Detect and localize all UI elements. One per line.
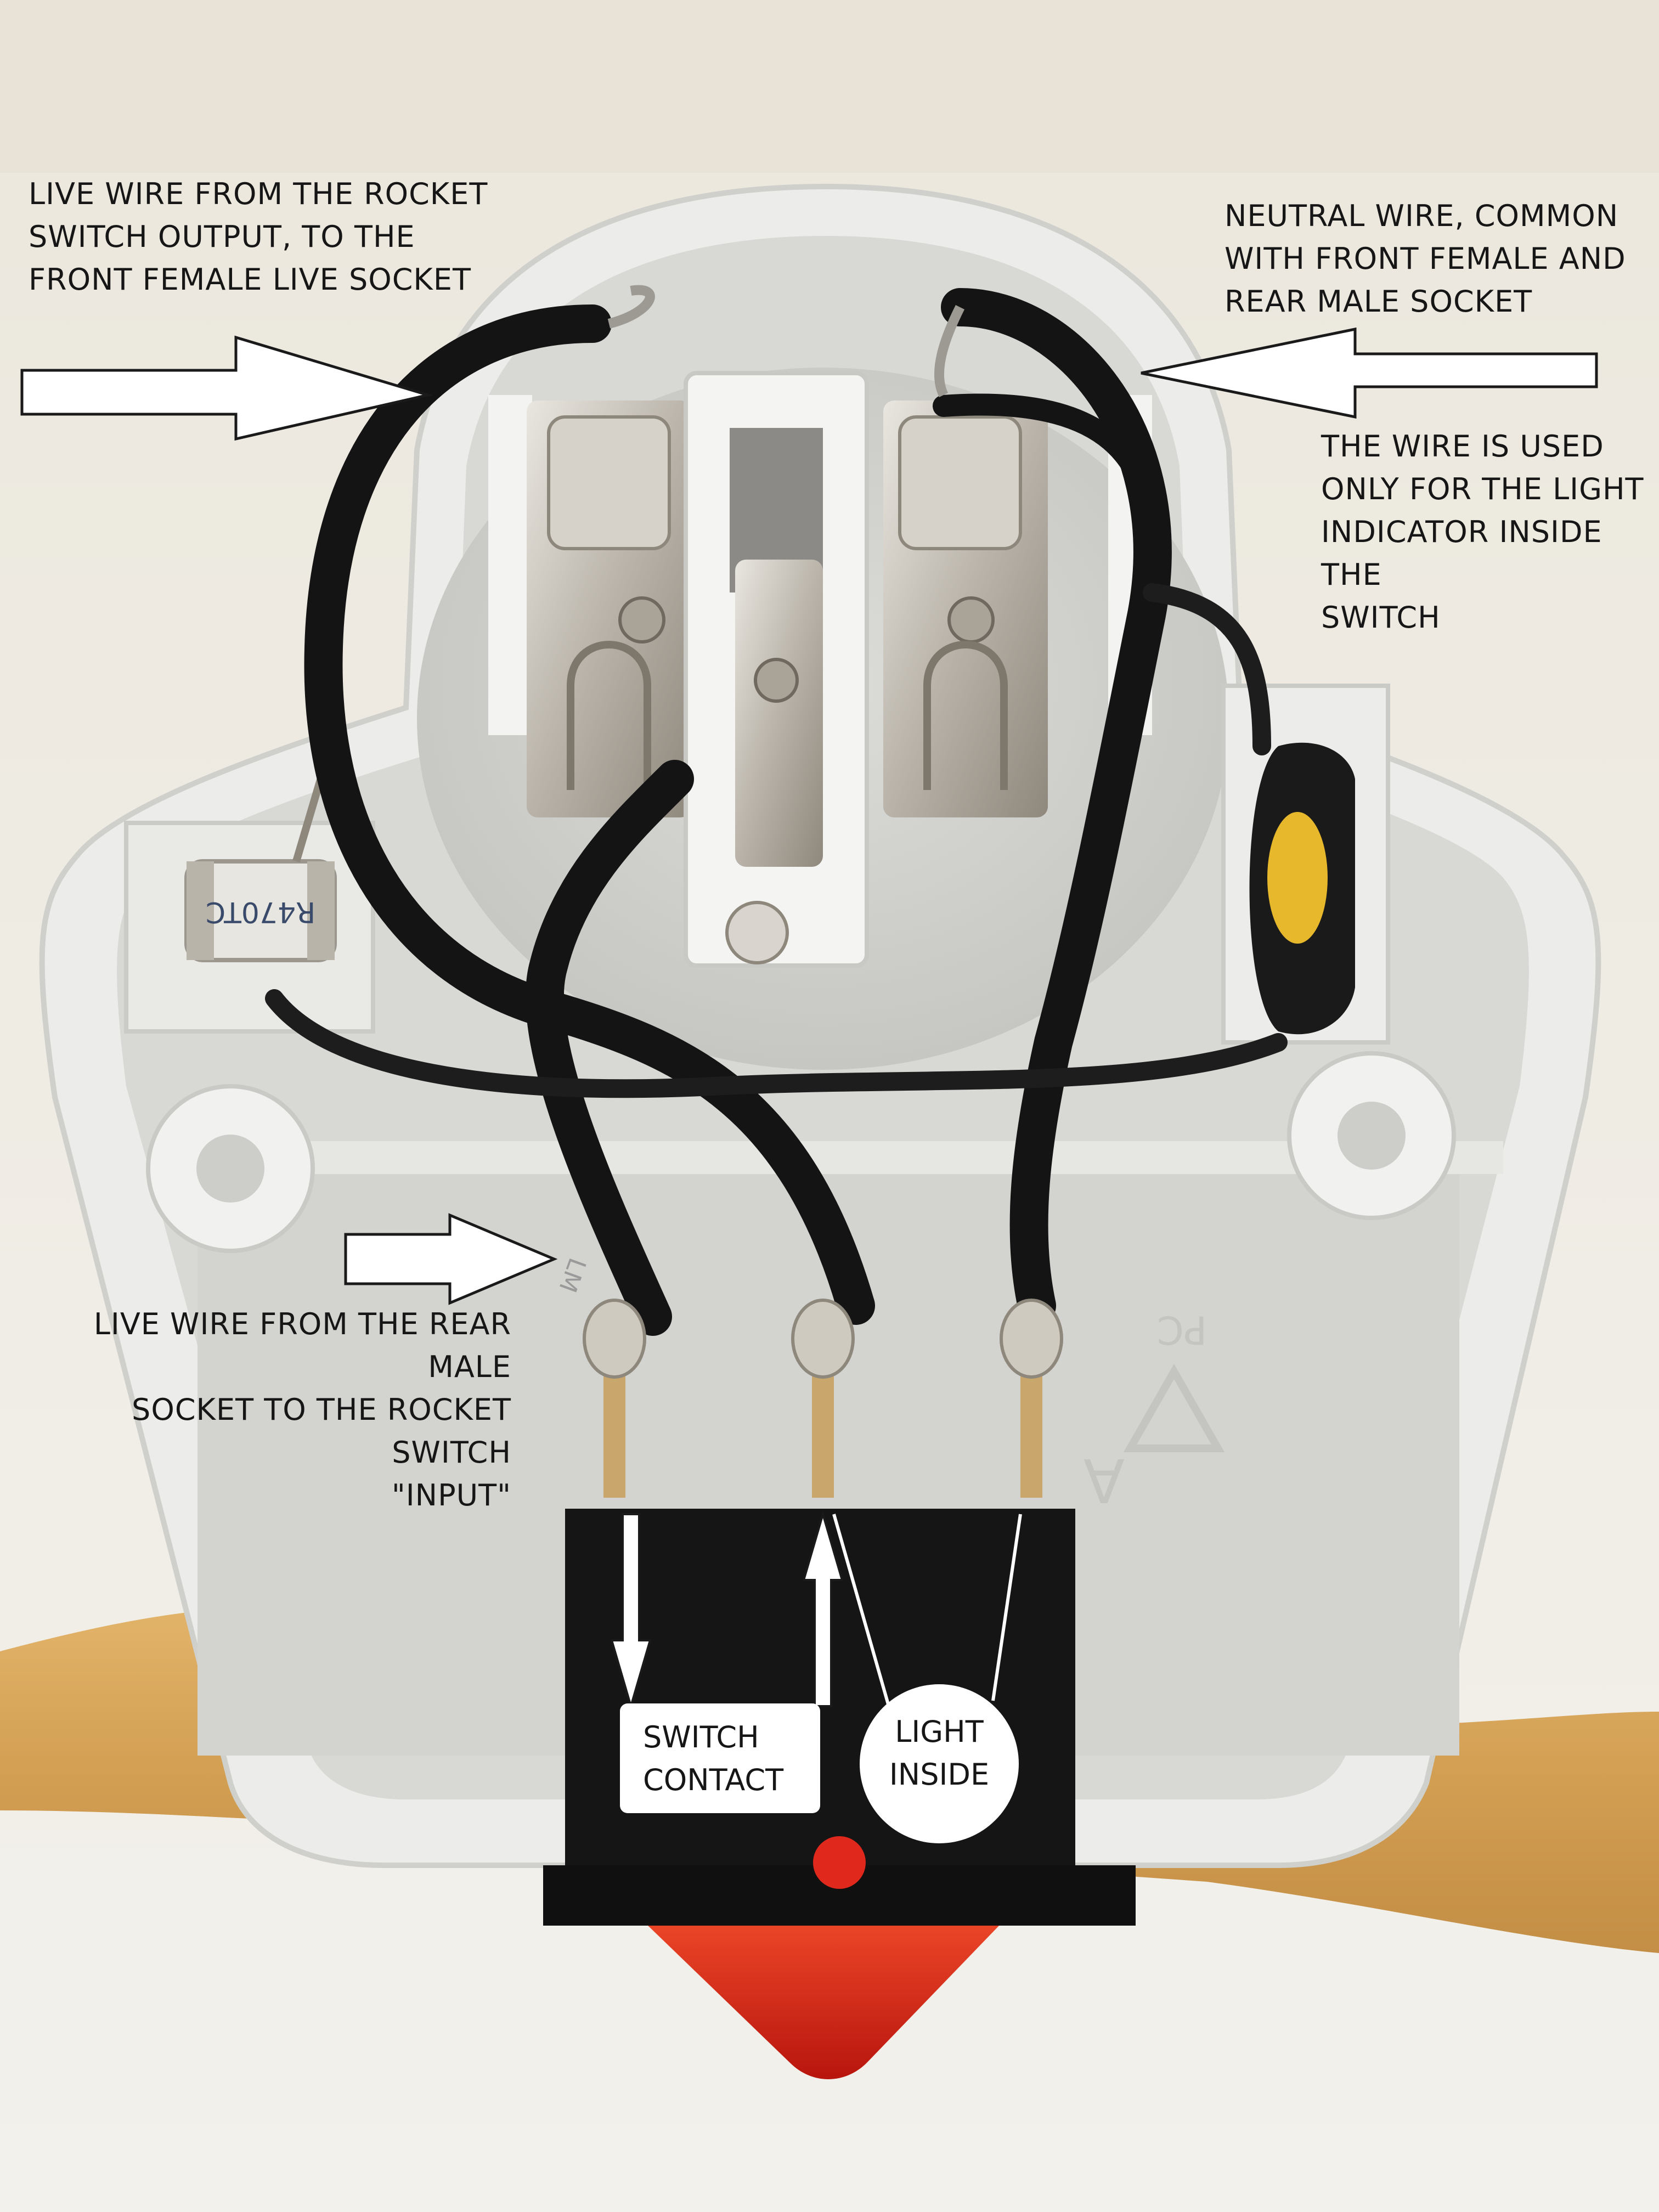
light-inside-label: LIGHT INSIDE [889, 1714, 990, 1792]
rocker-paddle [631, 1909, 1015, 2079]
light-inside-circle [860, 1684, 1019, 1843]
screw-post-right [1287, 1051, 1456, 1220]
arrester-marking: R470TC [206, 895, 315, 928]
light-callout-line-right [991, 1514, 1022, 1701]
wire-capacitor-lead [1143, 583, 1271, 755]
wire-neutral [941, 288, 1172, 1325]
switch-leads [583, 1299, 1063, 1498]
arrow-live-output [20, 335, 433, 441]
wire-stripped-right [934, 304, 965, 398]
switch-contact-box [620, 1703, 820, 1813]
annotation-neutral-common: NEUTRAL WIRE, COMMON WITH FRONT FEMALE A… [1224, 199, 1626, 319]
recycle-icon [1123, 1363, 1225, 1452]
switch-contact-label: SWITCH CONTACT [643, 1720, 784, 1797]
arrow-live-input [344, 1213, 558, 1305]
screw-post-left [146, 1084, 315, 1253]
light-callout-line-left [832, 1514, 890, 1707]
capacitor [1249, 742, 1355, 1035]
housing-mark-pc: PC [1157, 1307, 1207, 1352]
wire-arrester-lead [265, 989, 1288, 1098]
right-terminal [883, 400, 1048, 817]
wire-neutral-branch [933, 393, 1163, 560]
lower-wall [154, 1141, 1503, 1174]
top-band [0, 0, 1659, 173]
arrow-neutral [1141, 327, 1598, 419]
wire-stripped-left [607, 285, 655, 329]
annotation-live-output: LIVE WIRE FROM THE ROCKET SWITCH OUTPUT,… [29, 177, 488, 297]
surge-arrester: R470TC [184, 712, 344, 962]
annotation-live-input: LIVE WIRE FROM THE REAR MALE SOCKET TO T… [93, 1307, 511, 1513]
arrow-switch-down [610, 1513, 652, 1711]
left-terminal [527, 400, 691, 817]
indicator-dot [813, 1836, 866, 1889]
center-earth-terminal [684, 371, 869, 968]
wire-live-input [526, 760, 694, 1336]
housing-mark-a: A [1084, 1445, 1125, 1515]
annotation-light-only: THE WIRE IS USED ONLY FOR THE LIGHT INDI… [1321, 429, 1644, 635]
center-rib-left [488, 395, 532, 735]
arrow-switch-up [802, 1510, 844, 1707]
